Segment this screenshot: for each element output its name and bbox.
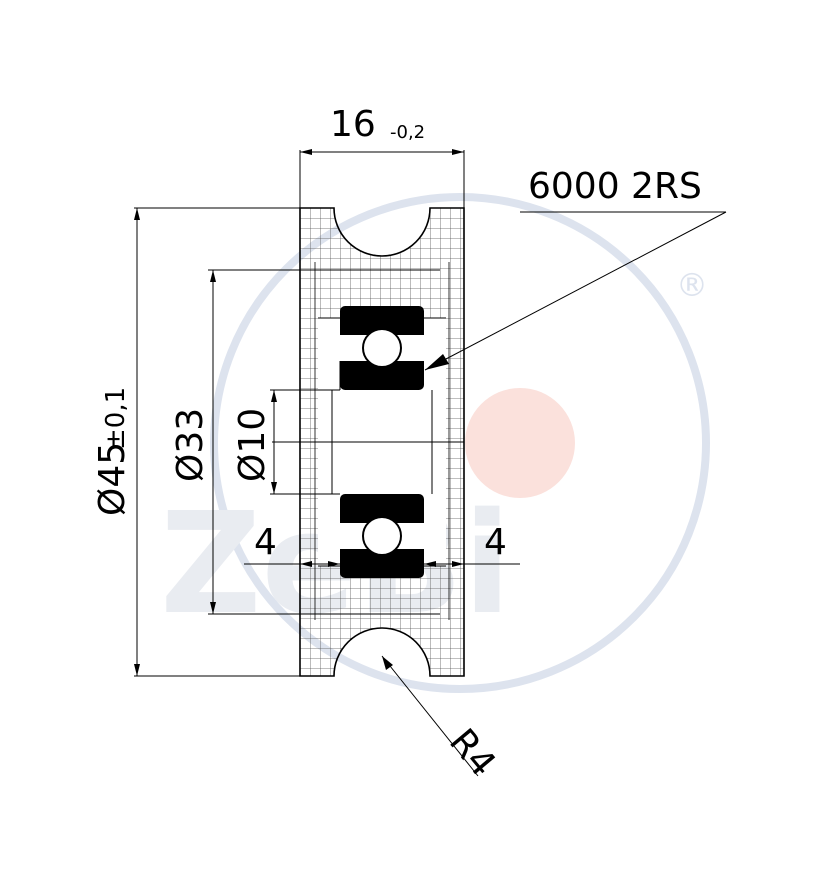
bearing-label: 6000 2RS bbox=[528, 166, 702, 207]
bearing-top bbox=[339, 306, 424, 390]
dimension-bore-diameter: Ø10 bbox=[232, 389, 340, 495]
left-offset-label: 4 bbox=[254, 522, 277, 563]
bore-diameter-label: Ø10 bbox=[232, 408, 273, 482]
outer-diameter-label: Ø45 bbox=[92, 442, 133, 516]
bearing-callout: 6000 2RS bbox=[424, 166, 727, 371]
ball-bottom bbox=[362, 516, 402, 556]
registered-mark: ® bbox=[676, 266, 708, 304]
watermark-ring bbox=[210, 193, 710, 693]
bearing-bottom bbox=[340, 494, 424, 578]
width-tolerance: -0,2 bbox=[390, 122, 425, 143]
width-value: 16 bbox=[330, 104, 376, 145]
dimension-width: 16 -0,2 bbox=[299, 104, 465, 208]
watermark-dot bbox=[465, 388, 575, 498]
groove-radius-label: R4 bbox=[441, 721, 503, 784]
dimension-offsets: 4 4 bbox=[244, 522, 520, 570]
outer-diameter-tolerance: ±0,1 bbox=[101, 387, 131, 450]
ball-top bbox=[362, 328, 402, 368]
groove-diameter-label: Ø33 bbox=[170, 408, 211, 482]
right-offset-label: 4 bbox=[484, 522, 507, 563]
dimension-outer-diameter: Ø45 ±0,1 bbox=[92, 207, 300, 677]
dimension-groove-diameter: Ø33 bbox=[170, 269, 440, 615]
